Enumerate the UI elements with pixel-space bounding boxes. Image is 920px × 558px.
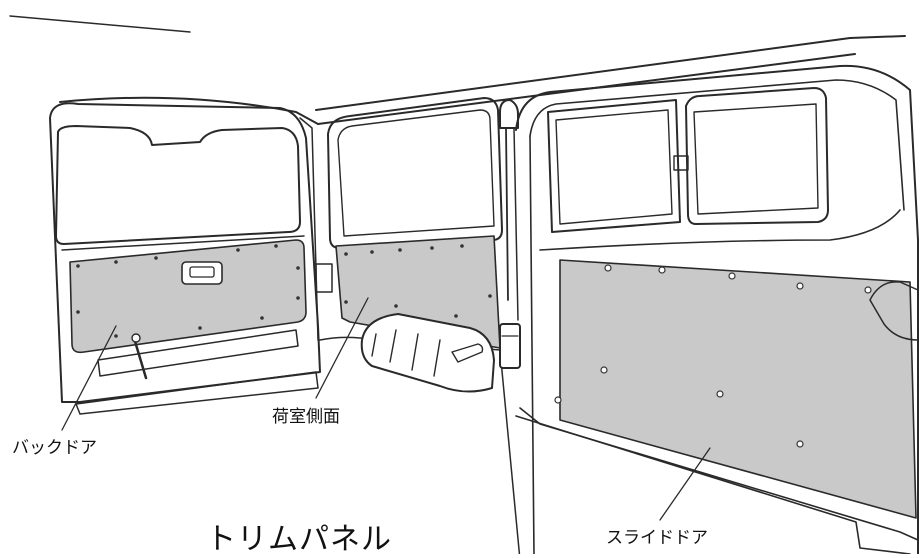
back-door-trim-panel [69, 239, 307, 380]
callout-cargo-side: 荷室側面 [272, 407, 340, 427]
slide-door [515, 64, 919, 554]
roof-lines [9, 15, 906, 125]
door-handle [181, 261, 223, 285]
leader-slide-door [659, 447, 711, 521]
back-door-window [55, 125, 301, 245]
leader-back-door [61, 325, 117, 431]
leader-lines [61, 297, 711, 521]
slide-door-windows [547, 87, 829, 233]
callout-back-door: バックドア [12, 438, 97, 458]
wheel-house [360, 313, 495, 393]
slide-door-step [515, 281, 919, 554]
rear-pillar [299, 117, 521, 554]
diagram-title: トリムパネル [206, 522, 392, 557]
callout-slide-door: スライドドア [606, 528, 708, 548]
slide-door-trim-panel [554, 259, 917, 519]
seat-belt [499, 99, 521, 369]
leader-cargo-side [315, 297, 369, 399]
back-door [49, 102, 321, 415]
back-door-step [97, 329, 299, 377]
cargo-side-window [327, 97, 503, 249]
